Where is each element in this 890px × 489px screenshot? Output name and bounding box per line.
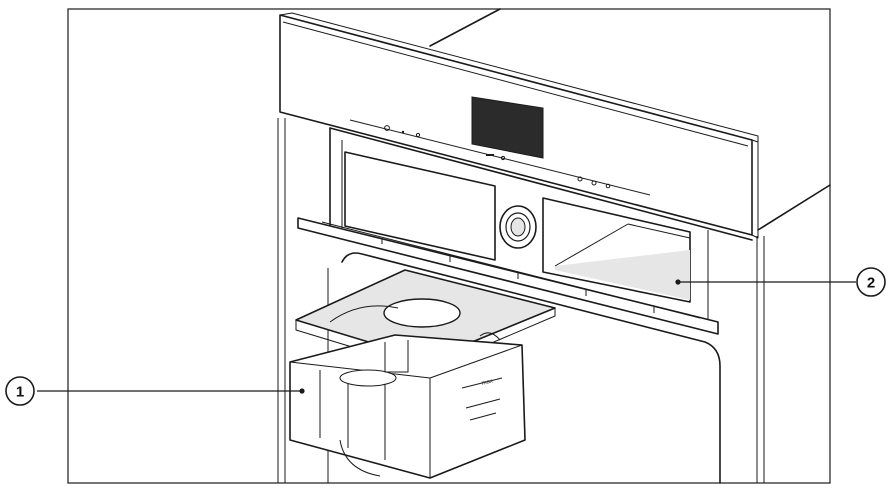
appliance-body — [329, 127, 753, 328]
callout-2-circle — [856, 267, 886, 297]
lid-opening — [383, 298, 461, 328]
control-buttons — [349, 119, 651, 196]
callout-1-circle — [5, 376, 35, 406]
water-tank: max — [289, 269, 556, 479]
tank-max-label: max — [481, 378, 493, 387]
info-icon — [577, 176, 583, 182]
callout-2-label: 2 — [867, 275, 875, 292]
callout-2-pointer — [675, 279, 681, 285]
display-screen — [471, 96, 544, 159]
button-dot-icon — [401, 130, 405, 134]
drip-tray-compartment — [542, 197, 691, 303]
home-icon — [605, 183, 611, 189]
callout-1-label: 1 — [16, 384, 24, 401]
front-rail — [297, 217, 719, 335]
button-circle-icon — [415, 132, 421, 138]
power-icon — [384, 125, 390, 131]
tank-body — [289, 334, 526, 479]
callout-1: 1 — [5, 376, 305, 406]
control-panel — [279, 12, 759, 239]
cabinet-outline — [277, 8, 831, 483]
tank-cavity — [341, 252, 721, 484]
rotary-knob — [499, 205, 537, 249]
clock-icon — [591, 180, 597, 186]
callout-1-pointer — [299, 388, 305, 394]
figure-frame — [67, 8, 831, 484]
outlet-panel — [344, 151, 496, 261]
menu-bar-icon — [486, 154, 494, 156]
button-circle-icon-2 — [500, 155, 506, 161]
callout-2: 2 — [675, 267, 886, 297]
